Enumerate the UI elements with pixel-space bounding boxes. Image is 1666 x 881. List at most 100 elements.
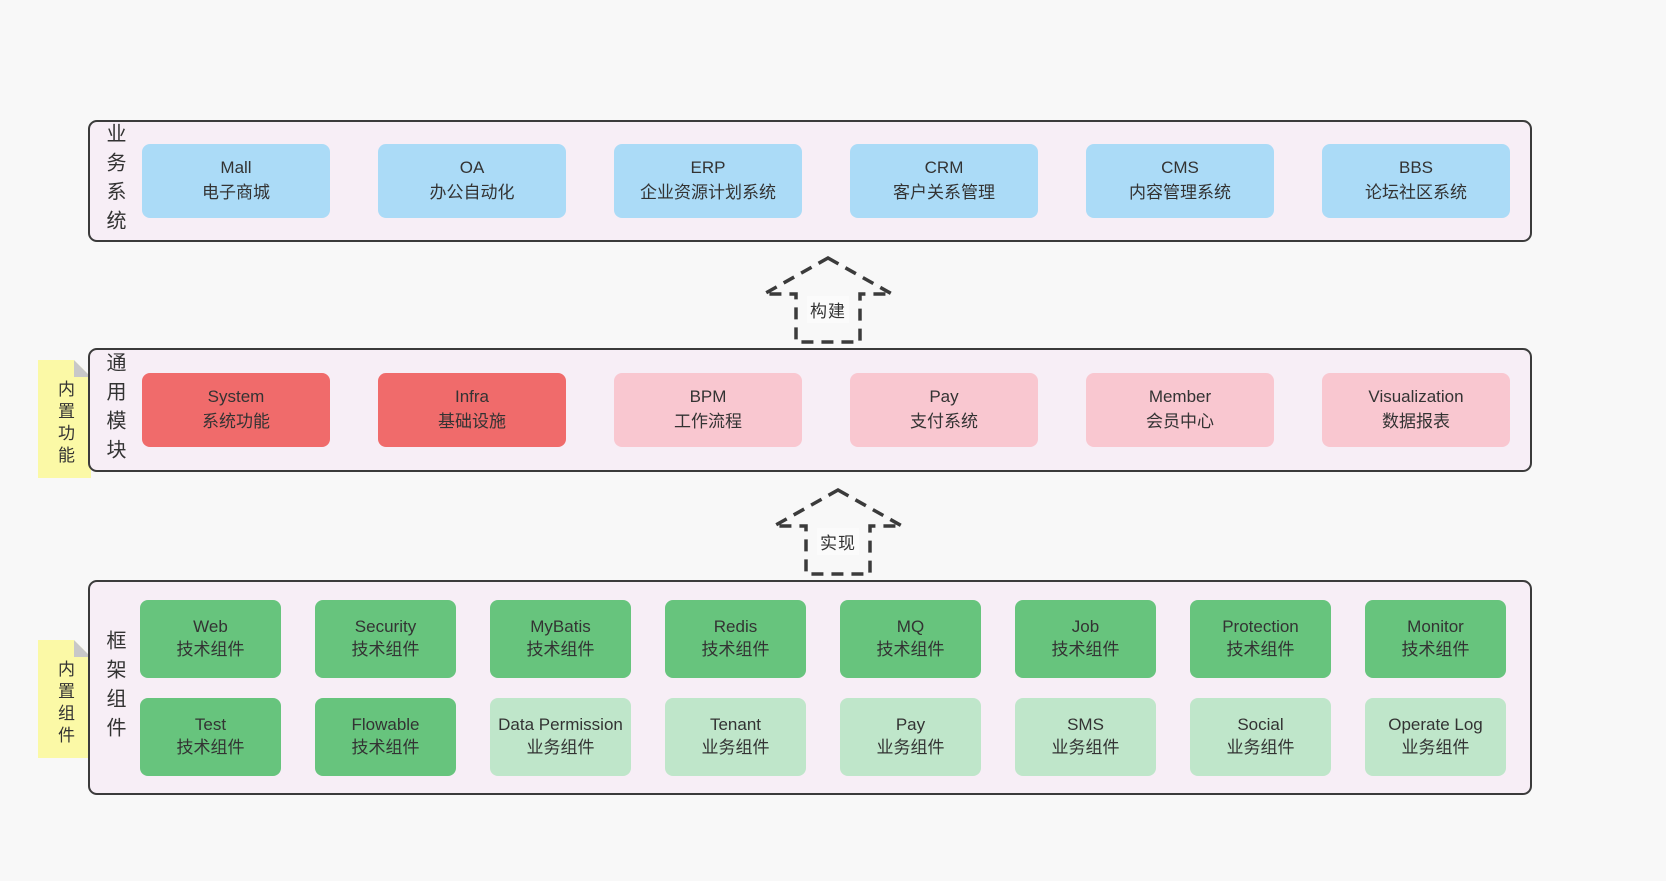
box-bbs: BBS 论坛社区系统 [1322,144,1510,218]
box-subtitle: 会员中心 [1146,412,1214,431]
sticky-note-built-in-features: 内置功能 [38,360,91,478]
band-common-modules: 通用模块 System 系统功能 Infra 基础设施 BPM 工作流程 Pay… [88,348,1532,472]
box-flowable: Flowable 技术组件 [315,697,456,776]
band-label-common-modules: 通用模块 [103,352,125,468]
box-subtitle: 业务组件 [1226,737,1295,757]
common-modules-boxes: System 系统功能 Infra 基础设施 BPM 工作流程 Pay 支付系统… [142,373,1530,447]
box-subtitle: 办公自动化 [429,183,515,202]
box-pay-component: Pay 业务组件 [840,697,981,776]
box-title: Job [1071,616,1100,636]
box-subtitle: 基础设施 [438,412,506,431]
build-arrow-label: 构建 [807,296,849,323]
box-title: Pay [895,714,926,734]
box-subtitle: 技术组件 [701,639,770,659]
box-subtitle: 支付系统 [910,412,978,431]
box-title: System [207,387,265,407]
box-subtitle: 数据报表 [1382,412,1450,431]
box-title: MyBatis [530,616,591,636]
box-redis: Redis 技术组件 [665,599,806,678]
box-title: Infra [454,387,490,407]
band-label-business-systems: 业务系统 [103,123,125,239]
box-cms: CMS 内容管理系统 [1086,144,1274,218]
box-title: BBS [1398,158,1434,178]
band-framework-components: 框架组件 Web 技术组件 Security 技术组件 MyBatis 技术组件… [88,580,1532,795]
box-mybatis: MyBatis 技术组件 [490,599,631,678]
box-infra: Infra 基础设施 [378,373,566,447]
box-title: CRM [924,158,964,178]
box-subtitle: 技术组件 [176,639,245,659]
band-label-framework-components: 框架组件 [103,629,125,746]
implement-arrow: 实现 [768,486,908,578]
box-subtitle: 业务组件 [526,737,595,757]
box-subtitle: 系统功能 [202,412,270,431]
box-title: MQ [896,616,925,636]
box-protection: Protection 技术组件 [1190,599,1331,678]
box-title: Social [1237,714,1284,734]
box-pay-module: Pay 支付系统 [850,373,1038,447]
box-title: Redis [713,616,758,636]
box-subtitle: 业务组件 [701,737,770,757]
box-tenant: Tenant 业务组件 [665,697,806,776]
sticky-note-built-in-components: 内置组件 [38,640,91,758]
box-subtitle: 论坛社区系统 [1365,183,1467,202]
up-block-arrow-icon [768,487,908,576]
box-title: CMS [1161,158,1199,178]
box-mall: Mall 电子商城 [142,144,330,218]
box-title: BPM [689,387,727,407]
box-member: Member 会员中心 [1086,373,1274,447]
box-subtitle: 技术组件 [526,639,595,659]
box-bpm: BPM 工作流程 [614,373,802,447]
box-erp: ERP 企业资源计划系统 [614,144,802,218]
framework-components-boxes: Web 技术组件 Security 技术组件 MyBatis 技术组件 Redi… [140,599,1530,776]
box-title: Protection [1222,616,1299,636]
box-subtitle: 工作流程 [674,412,742,431]
box-title: Web [193,616,228,636]
box-web: Web 技术组件 [140,599,281,678]
box-subtitle: 技术组件 [876,639,945,659]
framework-row-1: Web 技术组件 Security 技术组件 MyBatis 技术组件 Redi… [140,599,1530,678]
box-visualization: Visualization 数据报表 [1322,373,1510,447]
build-arrow: 构建 [758,254,898,346]
box-title: Member [1148,387,1212,407]
box-title: Visualization [1368,387,1464,407]
box-crm: CRM 客户关系管理 [850,144,1038,218]
up-block-arrow-icon [758,255,898,344]
box-operate-log: Operate Log 业务组件 [1365,697,1506,776]
box-title: Operate Log [1388,714,1483,734]
business-systems-boxes: Mall 电子商城 OA 办公自动化 ERP 企业资源计划系统 CRM 客户关系… [142,144,1530,218]
box-test: Test 技术组件 [140,697,281,776]
box-social: Social 业务组件 [1190,697,1331,776]
box-title: Flowable [351,714,420,734]
box-job: Job 技术组件 [1015,599,1156,678]
box-title: SMS [1067,714,1104,734]
box-title: Pay [929,387,959,407]
note-text: 内置组件 [55,660,74,748]
box-title: OA [459,158,485,178]
box-subtitle: 业务组件 [876,737,945,757]
band-business-systems: 业务系统 Mall 电子商城 OA 办公自动化 ERP 企业资源计划系统 CRM… [88,120,1532,242]
box-title: Security [354,616,417,636]
box-subtitle: 技术组件 [176,737,245,757]
box-subtitle: 企业资源计划系统 [640,183,776,202]
note-text: 内置功能 [55,380,74,468]
box-subtitle: 技术组件 [351,639,420,659]
box-subtitle: 技术组件 [1226,639,1295,659]
box-title: Test [194,714,227,734]
box-mq: MQ 技术组件 [840,599,981,678]
box-subtitle: 技术组件 [351,737,420,757]
box-title: Mall [220,158,252,178]
box-title: Tenant [709,714,762,734]
box-oa: OA 办公自动化 [378,144,566,218]
framework-row-2: Test 技术组件 Flowable 技术组件 Data Permission … [140,697,1530,776]
box-subtitle: 技术组件 [1401,639,1470,659]
box-title: Monitor [1407,616,1464,636]
box-subtitle: 业务组件 [1401,737,1470,757]
box-subtitle: 电子商城 [202,183,270,202]
box-title: ERP [690,158,726,178]
implement-arrow-label: 实现 [817,528,859,555]
box-monitor: Monitor 技术组件 [1365,599,1506,678]
box-subtitle: 客户关系管理 [893,183,995,202]
box-subtitle: 业务组件 [1051,737,1120,757]
box-subtitle: 技术组件 [1051,639,1120,659]
box-sms: SMS 业务组件 [1015,697,1156,776]
